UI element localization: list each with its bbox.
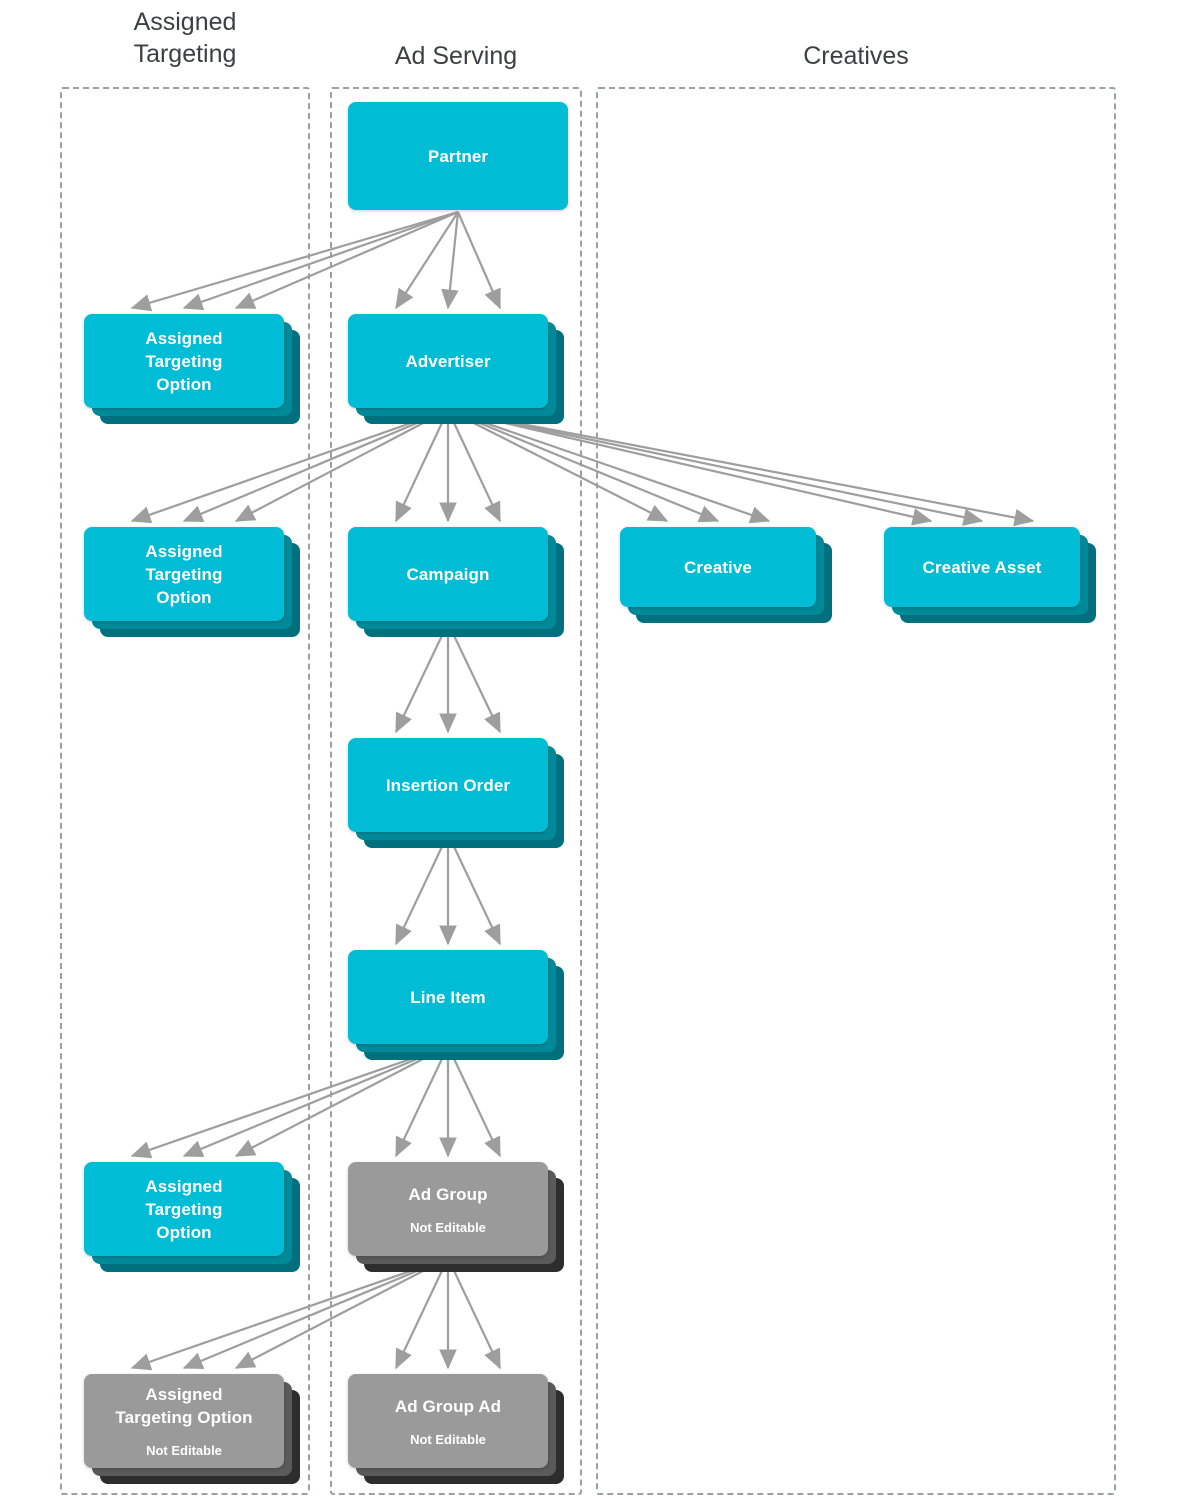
column-header-ad-serving: Ad Serving — [394, 42, 518, 70]
column-header-creatives: Creatives — [803, 42, 909, 70]
node-card[interactable]: Assigned Targeting Option Not Editable — [84, 1374, 284, 1468]
node-title: Assigned Targeting Option — [145, 1176, 223, 1242]
node-line-item[interactable]: Line Item — [348, 950, 564, 1060]
node-card[interactable]: Assigned Targeting Option — [84, 1162, 284, 1256]
node-title: Insertion Order — [385, 775, 511, 795]
node-card[interactable]: Ad Group Not Editable — [348, 1162, 548, 1256]
node-card[interactable]: Line Item — [348, 950, 548, 1044]
node-title: Creative Asset — [922, 557, 1042, 577]
node-ad-group-ad[interactable]: Ad Group Ad Not Editable — [348, 1374, 564, 1484]
node-subtitle-not-editable: Not Editable — [146, 1443, 222, 1458]
node-title: Partner — [427, 146, 489, 166]
node-title: Creative — [684, 557, 752, 577]
node-card[interactable]: Ad Group Ad Not Editable — [348, 1374, 548, 1468]
node-insertion-order[interactable]: Insertion Order — [348, 738, 564, 848]
node-title: Line Item — [410, 987, 486, 1007]
column-header-assigned-targeting: Assigned Targeting — [133, 8, 237, 68]
node-subtitle-not-editable: Not Editable — [410, 1219, 486, 1235]
node-campaign[interactable]: Campaign — [348, 527, 564, 637]
node-card[interactable]: Partner — [348, 102, 568, 210]
node-creative[interactable]: Creative — [620, 527, 832, 623]
node-card[interactable]: Insertion Order — [348, 738, 548, 832]
node-title: Advertiser — [405, 351, 491, 371]
node-title: Assigned Targeting Option — [115, 1385, 253, 1427]
node-card[interactable]: Campaign — [348, 527, 548, 621]
lane-creatives — [596, 87, 1116, 1495]
node-card[interactable]: Creative — [620, 527, 816, 607]
node-advertiser[interactable]: Advertiser — [348, 314, 564, 424]
node-assigned-targeting-option-advertiser[interactable]: Assigned Targeting Option — [84, 527, 300, 637]
node-card[interactable]: Assigned Targeting Option — [84, 527, 284, 621]
node-title: Assigned Targeting Option — [145, 328, 223, 394]
lane-assigned-targeting — [60, 87, 310, 1495]
node-card[interactable]: Assigned Targeting Option — [84, 314, 284, 408]
node-title: Ad Group Ad — [394, 1396, 502, 1416]
lane-ad-serving — [330, 87, 582, 1495]
node-title: Assigned Targeting Option — [145, 541, 223, 607]
node-ad-group[interactable]: Ad Group Not Editable — [348, 1162, 564, 1272]
node-subtitle-not-editable: Not Editable — [410, 1431, 486, 1447]
node-creative-asset[interactable]: Creative Asset — [884, 527, 1096, 623]
node-card[interactable]: Advertiser — [348, 314, 548, 408]
node-assigned-targeting-option-ad-group[interactable]: Assigned Targeting Option Not Editable — [84, 1374, 300, 1484]
node-assigned-targeting-option-line-item[interactable]: Assigned Targeting Option — [84, 1162, 300, 1272]
node-card[interactable]: Creative Asset — [884, 527, 1080, 607]
node-title: Campaign — [406, 564, 490, 584]
node-assigned-targeting-option-partner[interactable]: Assigned Targeting Option — [84, 314, 300, 424]
node-title: Ad Group — [408, 1184, 488, 1204]
node-partner[interactable]: Partner — [348, 102, 568, 210]
